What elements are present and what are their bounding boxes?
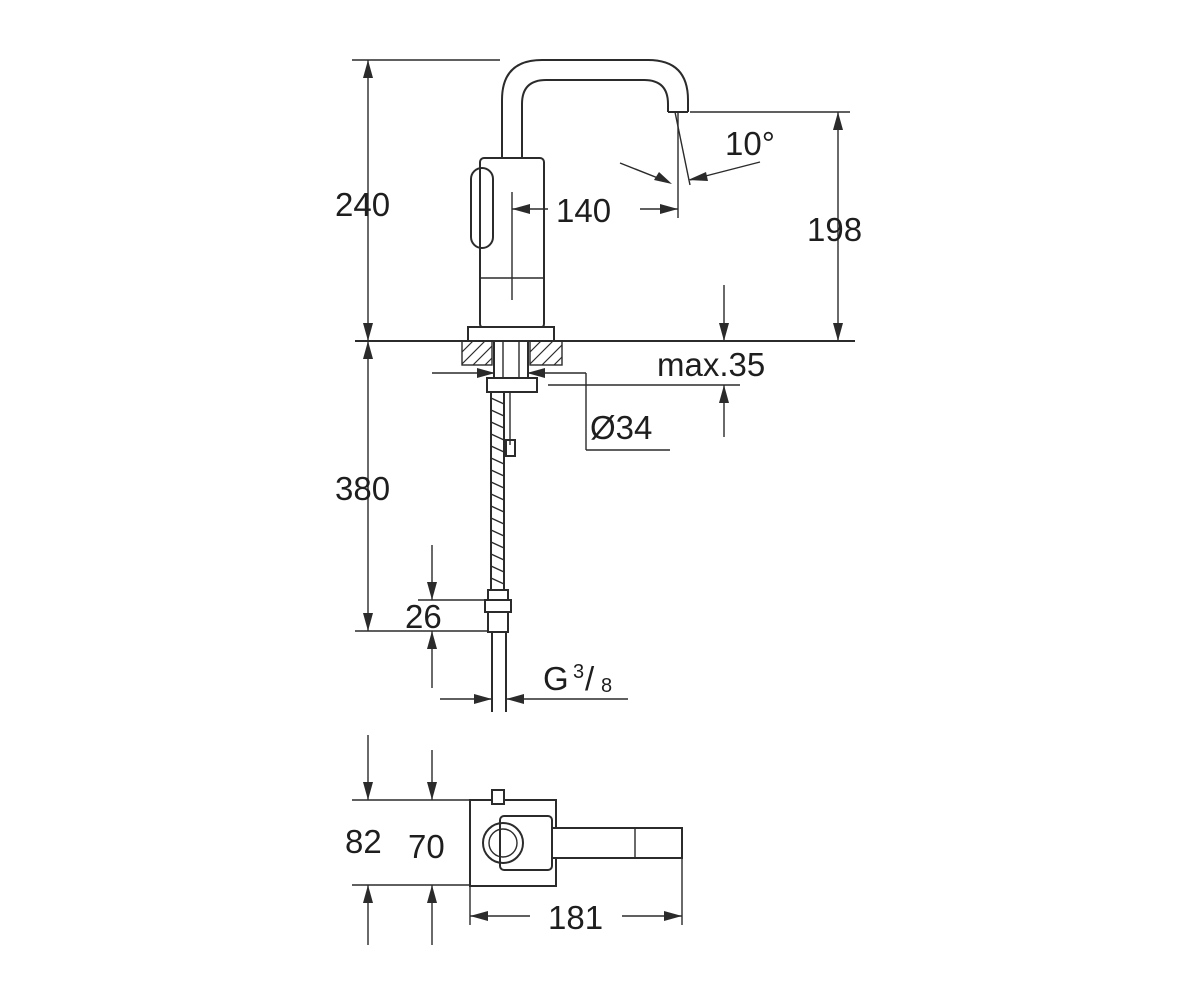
- flexible-hose: [490, 392, 516, 590]
- plan-neck: [499, 815, 553, 871]
- thread-numerator: 3: [573, 661, 584, 683]
- dim-base-depth-outer: 82: [345, 823, 382, 860]
- spout-outer-contour: [501, 59, 689, 158]
- mounting-nut: [486, 377, 538, 393]
- countertop-section: [461, 340, 563, 366]
- plan-body-circle: [482, 822, 524, 864]
- dim-thread-size: G 3 / 8: [543, 660, 612, 697]
- faucet-plan-view: [469, 789, 683, 887]
- thread-main: G: [543, 660, 569, 697]
- plan-dimension-lines: [352, 735, 683, 945]
- dim-hole-diameter: Ø34: [590, 409, 652, 446]
- spout-inner-contour: [521, 79, 669, 158]
- dim-connector-length: 26: [405, 598, 442, 635]
- thread-denominator: 8: [601, 675, 612, 697]
- dim-hose-length: 380: [335, 470, 390, 507]
- thread-slash: /: [585, 660, 595, 697]
- dim-base-depth-inner: 70: [408, 828, 445, 865]
- dim-max-deck-thickness: max.35: [657, 346, 765, 383]
- dimension-labels: 240 198 10° 140 max.35 Ø34 380 26 G 3 / …: [335, 125, 862, 936]
- base-rosette: [467, 326, 555, 342]
- dim-spout-height: 198: [807, 211, 862, 248]
- sensor-window: [470, 167, 494, 249]
- hose-connector: [484, 589, 512, 712]
- dim-reach: 140: [556, 192, 611, 229]
- dim-total-height: 240: [335, 186, 390, 223]
- plan-cable-stub: [491, 789, 505, 805]
- dim-plan-length: 181: [548, 899, 603, 936]
- dimension-lines: [352, 59, 850, 704]
- dim-spout-angle: 10°: [725, 125, 775, 162]
